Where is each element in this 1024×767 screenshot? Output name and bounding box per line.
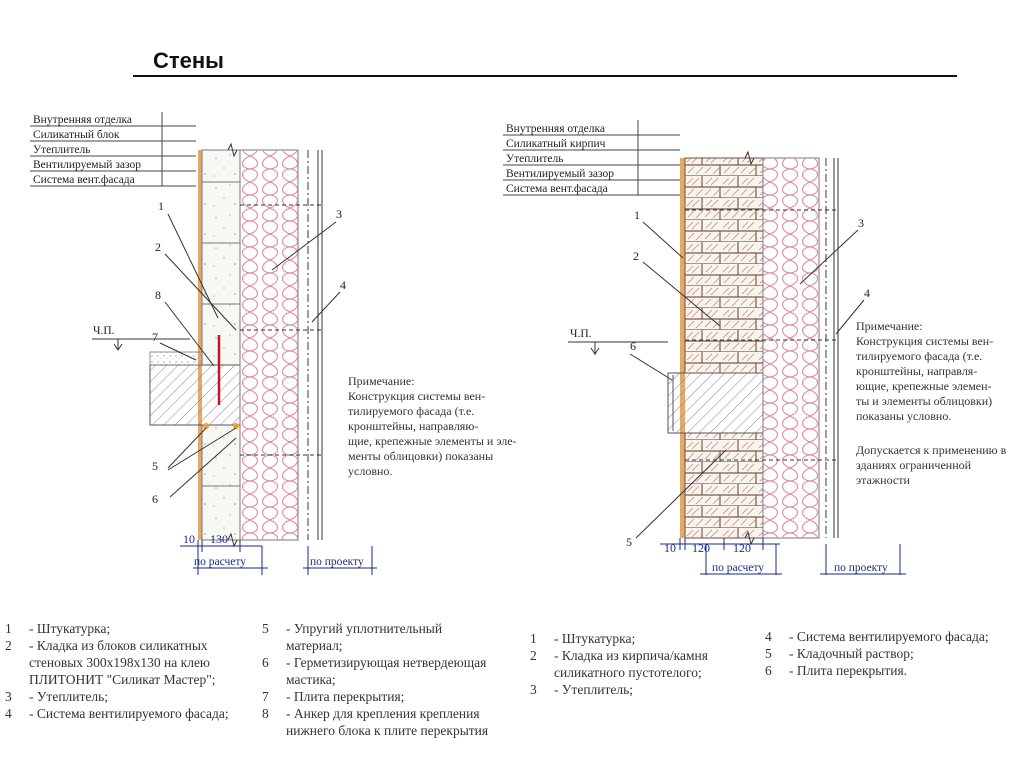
legend-item: 2- Кладка из кирпича/камня [530,648,708,663]
right-level-mark: Ч.П. [570,328,592,340]
legend-item: стеновых 300х198х130 на клею [29,655,211,670]
right-callouts [629,221,865,539]
right-note-line-1: Примечание: [856,319,923,333]
legend-item: ПЛИТОНИТ "Силикат Мастер"; [29,672,216,687]
right-callout-5: 5 [626,535,632,549]
right-note2-line-2: зданиях ограниченной [856,458,972,472]
legend-item: 1- Штукатурка; [530,631,636,646]
left-callout-5: 5 [152,459,158,473]
right-dim-10: 10 [664,541,676,555]
right-callout-1: 1 [634,208,640,222]
right-legend-col1: 1- Штукатурка; 2- Кладка из кирпича/камн… [530,630,708,698]
legend-item: 3- Утеплитель; [5,689,109,704]
left-layer-2: Силикатный блок [33,129,120,141]
right-note-line-5: ющие, крепежные элемен- [856,379,992,393]
legend-item: мастика; [286,672,336,687]
right-callout-2: 2 [633,249,639,263]
right-note-line-4: кронштейны, направля- [856,364,977,378]
page-title: Стены [153,48,224,73]
right-dimensions: 10 120 120 по расчету по проекту [660,538,906,575]
right-layer-labels: Внутренняя отделка Силикатный кирпич Уте… [503,120,680,196]
legend-item: 2- Кладка из блоков силикатных [5,638,208,653]
title-rule [133,75,957,77]
left-layer-5: Система вент.фасада [33,174,135,186]
right-note: Примечание: Конструкция системы вен- тил… [856,319,1007,487]
right-layer-4: Вентилируемый зазор [506,168,614,180]
left-wall-section: Ч.П. [92,142,323,548]
left-dim-10: 10 [183,532,195,546]
left-note-line-3: тилируемого фасада (т.е. [348,404,474,418]
legend-item: 5- Упругий уплотнительный [262,621,443,636]
left-note-line-1: Примечание: [348,374,415,388]
legend-item: силикатного пустотелого; [554,665,702,680]
left-dimensions: 10 130 по расчету по проекту [180,532,377,575]
left-note-line-7: условно. [348,464,392,478]
left-callout-7: 7 [152,330,158,344]
left-legend-col2: 5- Упругий уплотнительный материал; 6- Г… [262,620,488,739]
legend-item: 1- Штукатурка; [5,621,111,636]
right-dim-label-project: по проекту [834,562,888,574]
left-callout-8: 8 [155,288,161,302]
left-callout-3: 3 [336,207,342,221]
legend-item: нижнего блока к плите перекрытия [286,723,489,738]
left-layer-labels: Внутренняя отделка Силикатный блок Утепл… [30,112,196,187]
legend-item: 8- Анкер для крепления крепления [262,706,480,721]
left-legend-col1: 1- Штукатурка; 2- Кладка из блоков силик… [5,620,229,722]
right-callout-6: 6 [630,339,636,353]
left-callout-1: 1 [158,199,164,213]
left-dim-130: 130 [210,532,228,546]
right-callout-3: 3 [858,216,864,230]
left-note-line-4: кронштейны, направляю- [348,419,478,433]
legend-item: 5- Кладочный раствор; [765,646,914,661]
left-dim-label-calc: по расчету [194,556,246,568]
right-callout-4: 4 [864,286,870,300]
right-dim-label-calc: по расчету [712,562,764,574]
legend-item: 7- Плита перекрытия; [262,689,405,704]
right-note-line-3: тилируемого фасада (т.е. [856,349,982,363]
right-dim-120-b: 120 [733,541,751,555]
left-layer-1: Внутренняя отделка [33,114,132,126]
left-layer-4: Вентилируемый зазор [33,159,141,171]
right-legend-col2: 4- Система вентилируемого фасада; 5- Кла… [765,628,989,679]
legend-item: 4- Система вентилируемого фасада; [765,629,989,644]
left-callout-6: 6 [152,492,158,506]
left-dim-label-project: по проекту [310,556,364,568]
right-note2-line-3: этажности [856,473,910,487]
right-layer-2: Силикатный кирпич [506,138,606,150]
right-note-line-6: ты и элементы облицовки) [856,394,992,408]
right-layer-3: Утеплитель [506,153,563,165]
left-note: Примечание: Конструкция системы вен- тил… [348,374,517,478]
left-layer-3: Утеплитель [33,144,90,156]
legend-item: 6- Плита перекрытия. [765,663,908,678]
right-note-line-7: показаны условно. [856,409,951,423]
right-layer-5: Система вент.фасада [506,183,608,195]
legend-item: 4- Система вентилируемого фасада; [5,706,229,721]
left-note-line-2: Конструкция системы вен- [348,389,485,403]
right-wall-section: Ч.П. [568,150,839,546]
right-layer-1: Внутренняя отделка [506,123,605,135]
left-callout-4: 4 [340,278,346,292]
left-callout-2: 2 [155,240,161,254]
legend-item: материал; [286,638,343,653]
left-note-line-5: щие, крепежные элементы и эле- [348,434,517,448]
right-note-line-2: Конструкция системы вен- [856,334,993,348]
legend-item: 6- Герметизирующая нетвердеющая [262,655,487,670]
left-callouts [159,213,341,498]
left-note-line-6: менты облицовки) показаны [348,449,493,463]
right-note2-line-1: Допускается к применению в [856,443,1007,457]
right-dim-120-a: 120 [692,541,710,555]
left-level-mark: Ч.П. [93,325,115,337]
legend-item: 3- Утеплитель; [530,682,634,697]
